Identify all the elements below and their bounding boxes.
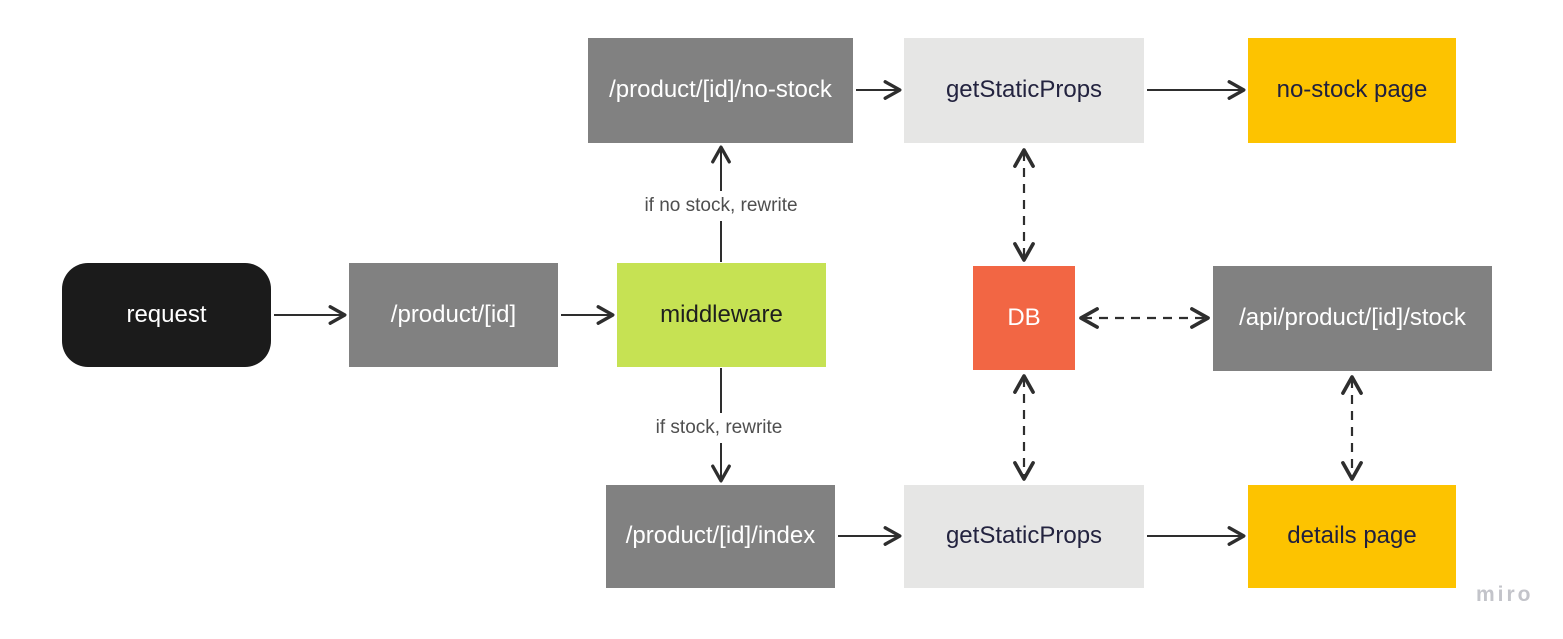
node-db: DB — [973, 266, 1075, 370]
node-no-stock-route: /product/[id]/no-stock — [588, 38, 853, 143]
node-get-static-props-top: getStaticProps — [904, 38, 1144, 143]
node-product-id-route: /product/[id] — [349, 263, 558, 367]
node-get-static-props-bottom: getStaticProps — [904, 485, 1144, 588]
edge-label-if-no-stock: if no stock, rewrite — [636, 191, 806, 221]
node-middleware: middleware — [617, 263, 826, 367]
edge-label-if-stock: if stock, rewrite — [647, 413, 791, 443]
miro-watermark: miro — [1476, 583, 1534, 606]
node-api-stock-route: /api/product/[id]/stock — [1213, 266, 1492, 371]
node-index-route: /product/[id]/index — [606, 485, 835, 588]
node-no-stock-page: no-stock page — [1248, 38, 1456, 143]
node-details-page: details page — [1248, 485, 1456, 588]
node-request: request — [62, 263, 271, 367]
